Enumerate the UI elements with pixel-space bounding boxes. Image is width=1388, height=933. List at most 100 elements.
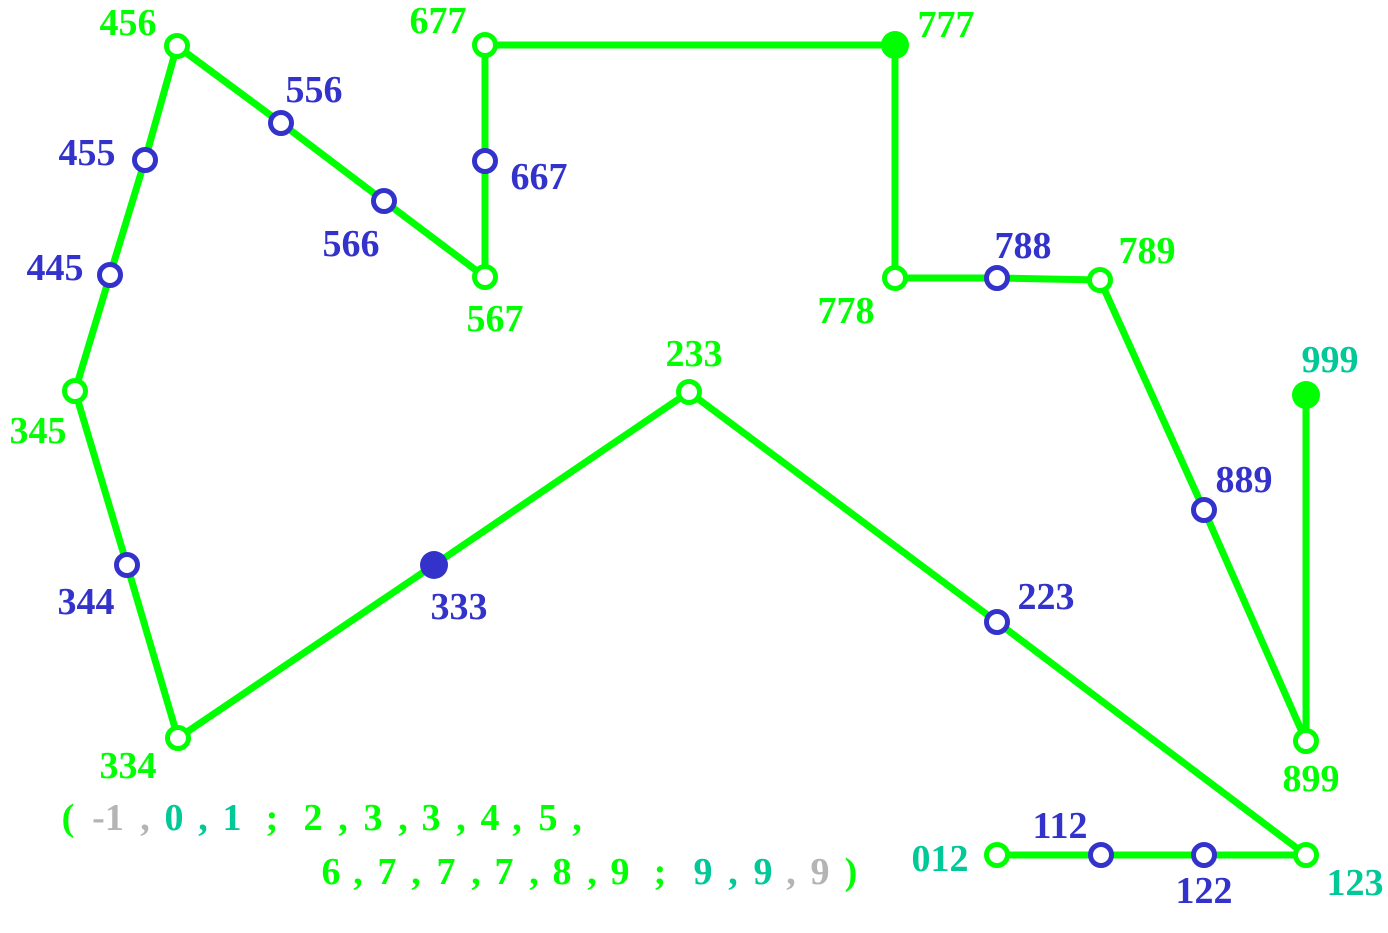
label-333: 333 [431, 586, 488, 628]
node-445 [97, 262, 123, 288]
label-778: 778 [818, 290, 875, 332]
label-667: 667 [511, 156, 568, 198]
seq-token: , [338, 797, 348, 839]
seq-token: 9 [611, 851, 630, 893]
edge-233-333 [430, 388, 693, 569]
seq-token: , [572, 797, 582, 839]
label-566: 566 [323, 223, 380, 265]
node-789 [1087, 267, 1113, 293]
edge-445-455 [106, 156, 149, 279]
label-789: 789 [1119, 230, 1176, 272]
label-455: 455 [59, 132, 116, 174]
node-345 [62, 378, 88, 404]
seq-token: , [353, 851, 363, 893]
edge-456-556 [173, 42, 285, 127]
label-445: 445 [27, 247, 84, 289]
label-556: 556 [286, 69, 343, 111]
label-112: 112 [1033, 805, 1088, 847]
edge-566-567 [380, 197, 489, 281]
node-123 [1293, 842, 1319, 868]
seq-open-paren: ( [62, 797, 75, 839]
edge-788-789 [993, 274, 1104, 284]
edge-345-445 [71, 271, 114, 395]
seq-token: , [471, 851, 481, 893]
seq-token: 2 [304, 797, 323, 839]
label-233: 233 [666, 333, 723, 375]
label-345: 345 [10, 410, 67, 452]
path-nodes [62, 31, 1320, 868]
path-edges [71, 41, 1310, 859]
label-344: 344 [58, 581, 115, 623]
node-889 [1191, 497, 1217, 523]
seq-token: , [529, 851, 539, 893]
edge-889-899 [1200, 506, 1310, 745]
node-labels: 4564554453453443343332332231231221120125… [10, 0, 1384, 912]
node-566 [371, 188, 397, 214]
seq-token: 5 [539, 797, 558, 839]
node-667 [472, 148, 498, 174]
label-223: 223 [1018, 576, 1075, 618]
node-999 [1292, 381, 1320, 409]
edge-223-233 [685, 388, 1001, 626]
edge-123-223 [993, 618, 1310, 859]
seq-token: , [456, 797, 466, 839]
seq-token: , [398, 797, 408, 839]
seq-token: 4 [481, 797, 500, 839]
seq-token: 9 [811, 851, 830, 893]
seq-token: , [140, 797, 150, 839]
label-677: 677 [410, 0, 467, 42]
seq-token: , [587, 851, 597, 893]
seq-token: 9 [694, 851, 713, 893]
node-344 [114, 552, 140, 578]
node-677 [472, 32, 498, 58]
seq-token: , [198, 797, 208, 839]
seq-token: 7 [437, 851, 456, 893]
label-889: 889 [1216, 459, 1273, 501]
label-122: 122 [1176, 870, 1233, 912]
edge-344-345 [71, 387, 131, 569]
node-788 [984, 265, 1010, 291]
node-334 [165, 725, 191, 751]
seq-token: , [728, 851, 738, 893]
label-899: 899 [1283, 758, 1340, 800]
edge-334-344 [123, 561, 182, 742]
node-556 [268, 110, 294, 136]
node-223 [984, 609, 1010, 635]
seq-token: , [512, 797, 522, 839]
edge-789-889 [1096, 276, 1208, 514]
edge-333-334 [174, 561, 438, 742]
node-012 [984, 842, 1010, 868]
node-122 [1191, 842, 1217, 868]
node-778 [882, 265, 908, 291]
node-333 [420, 551, 448, 579]
seq-token: 9 [754, 851, 773, 893]
seq-token: ; [654, 851, 667, 893]
label-777: 777 [918, 4, 975, 46]
node-899 [1293, 728, 1319, 754]
label-567: 567 [467, 298, 524, 340]
seq-token: -1 [92, 797, 124, 839]
label-788: 788 [995, 225, 1052, 267]
label-999: 999 [1302, 339, 1359, 381]
seq-token: , [786, 851, 796, 893]
label-456: 456 [100, 2, 157, 44]
seq-token: 7 [495, 851, 514, 893]
seq-token: 8 [553, 851, 572, 893]
node-567 [472, 264, 498, 290]
label-012: 012 [912, 838, 969, 880]
sequence-caption: (-1,0,1;2,3,3,4,5,6,7,7,7,8,9;9,9,9) [62, 797, 858, 893]
seq-close-paren: ) [845, 851, 858, 893]
label-334: 334 [100, 745, 157, 787]
seq-token: 3 [422, 797, 441, 839]
seq-token: 6 [322, 851, 341, 893]
edge-455-456 [141, 42, 181, 164]
seq-token: ; [266, 797, 279, 839]
node-112 [1088, 842, 1114, 868]
node-456 [164, 33, 190, 59]
edge-556-566 [277, 119, 388, 205]
seq-token: 0 [165, 797, 184, 839]
label-123: 123 [1327, 862, 1384, 904]
seq-token: 3 [364, 797, 383, 839]
seq-token: 1 [223, 797, 242, 839]
